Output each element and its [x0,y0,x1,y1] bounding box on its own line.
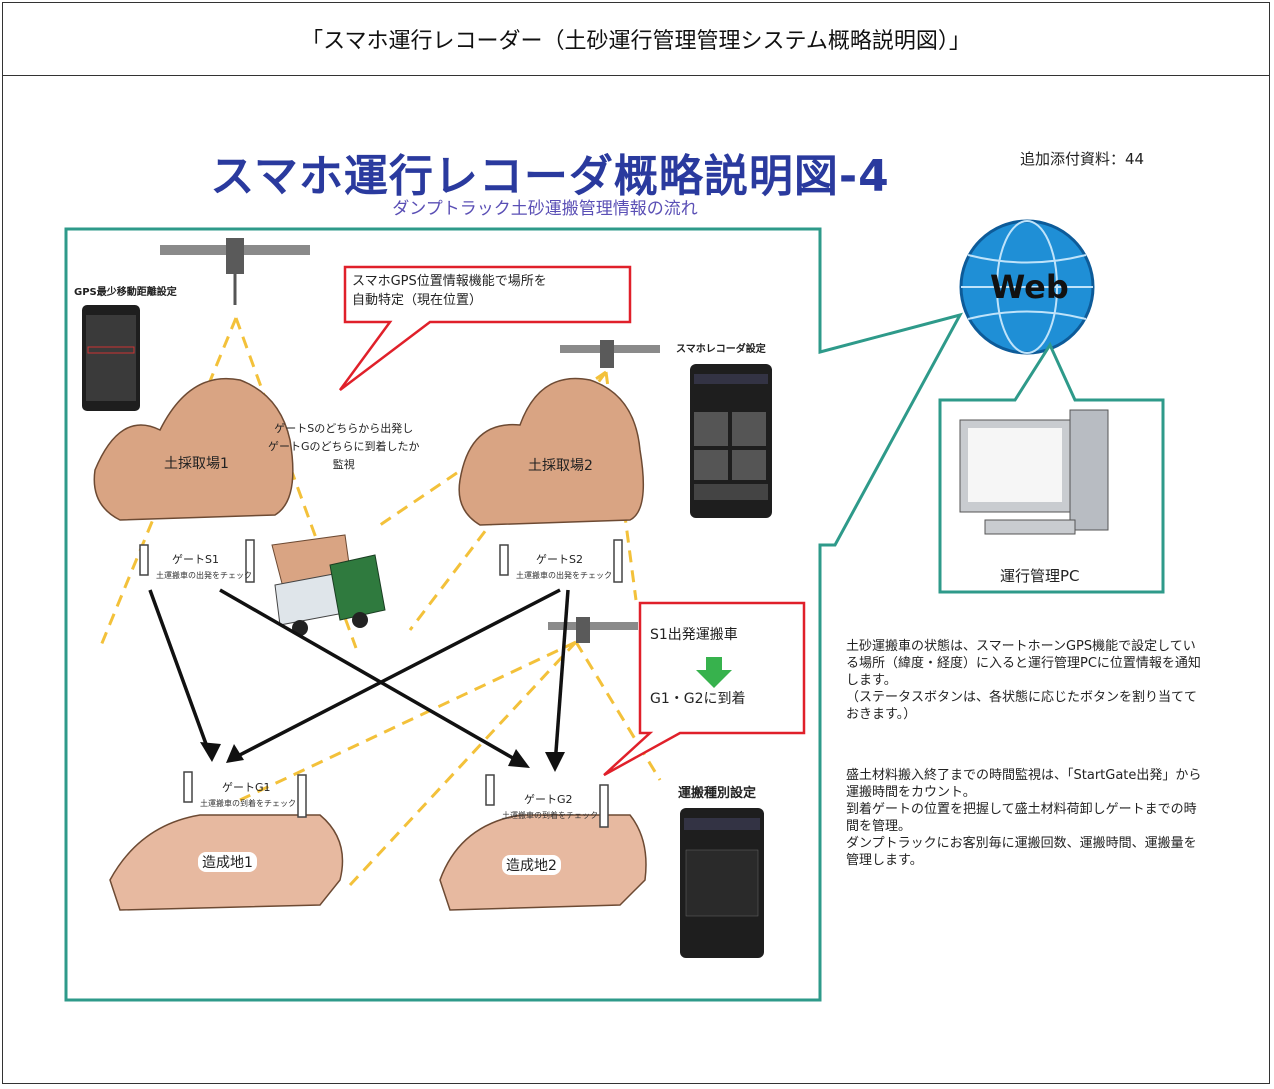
dirt-mound-1 [93,377,294,521]
site-label-4: 造成地2 [502,855,561,875]
gps-setting-label: GPS最少移動距離設定 [74,287,177,298]
gate-g1-label: ゲートG1 [222,781,271,794]
web-label: Web [990,268,1069,306]
satellite-icon-2 [560,340,660,368]
gate-posts [139,539,623,828]
satellite-icon-1 [160,238,310,305]
page-header: 「スマホ運行レコーダー（土砂運行管理管理システム概略説明図）」 [2,2,1270,76]
flow-arrowheads [200,742,565,772]
web-globe-icon [959,219,1095,355]
site-label-1: 土採取場1 [164,456,229,472]
pc-label: 運行管理PC [1000,567,1080,585]
gate-s1-note: 土運搬車の出発をチェック [156,571,252,580]
gate-g1-note: 土運搬車の到着をチェック [200,799,296,808]
phone-transport-setting [680,808,764,958]
gate-s2-note: 土運搬車の出発をチェック [516,571,612,580]
monitor-note: ゲートSのどちらから出発し ゲートGのどちらに到着したか 監視 [268,422,420,471]
flow-callout-top: S1出発運搬車 [650,627,738,643]
flow-callout-box [603,601,806,777]
gate-g2-label: ゲートG2 [524,793,573,806]
flow-callout-bottom: G1・G2に到着 [650,691,746,707]
gps-callout-text: スマホGPS位置情報機能で場所を 自動特定（現在位置） [352,274,547,308]
computer-icon [959,409,1109,535]
site-label-3: 造成地1 [198,852,257,872]
gate-g2-note: 土運搬車の到着をチェック [502,811,598,820]
recorder-setting-label: スマホレコーダ設定 [676,344,766,355]
slide-title: スマホ運行レコーダ概略説明図-4 [210,151,890,202]
dump-truck-icon [271,534,386,636]
description-paragraph-2: 盛土材料搬入終了までの時間監視は、「StartGate出発」から運搬時間をカウン… [846,768,1202,868]
gate-s1-label: ゲートS1 [172,553,219,566]
slide-subtitle: ダンプトラック土砂運搬管理情報の流れ [392,199,698,219]
phone-gps-setting [82,305,140,411]
gate-s2-label: ゲートS2 [536,553,583,566]
description-paragraph-1: 土砂運搬車の状態は、スマートホーンGPS機能で設定している場所（緯度・経度）に入… [846,639,1201,722]
site-label-2: 土採取場2 [528,458,593,474]
transport-setting-label: 運搬種別設定 [678,786,757,801]
dirt-mound-2 [458,377,645,526]
flow-arrows [148,588,570,767]
down-arrow-icon [696,657,732,688]
phone-recorder-setting [690,364,772,518]
satellite-icon-3 [548,617,638,643]
reference-number: 追加添付資料：44 [1020,150,1145,168]
gps-callout-box [338,265,632,391]
